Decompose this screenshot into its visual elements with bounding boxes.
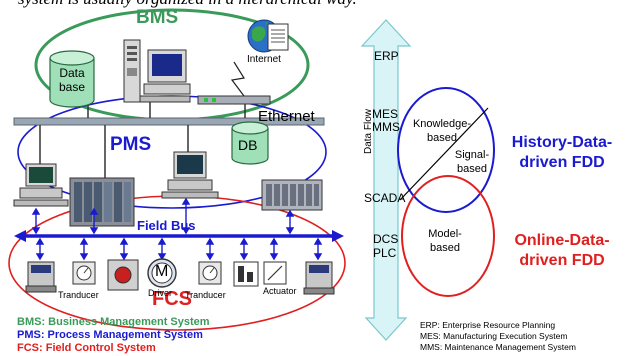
upper-bus-links (31, 197, 295, 235)
level-scada: SCADA (364, 191, 406, 205)
legend-bms: BMS: Business Management System (17, 316, 210, 328)
fcs-title: FCS (152, 288, 192, 310)
field-bus-arrow (14, 230, 344, 242)
top-caption: system is usually organized in a hierarc… (18, 0, 357, 9)
field-device-valve-icon (233, 261, 259, 287)
actuator-icon (263, 261, 287, 285)
ethernet-bus (13, 117, 325, 126)
data-flow-arrow (360, 19, 412, 341)
field-device-box-2-icon (303, 261, 335, 295)
pms-workstation-center-icon (161, 151, 219, 199)
legend-mms: MMS: Maintenance Management System (420, 342, 576, 352)
history-fdd-label: History-Data-driven FDD (511, 134, 613, 171)
legend-mes: MES: Manufacturing Execution System (420, 331, 568, 341)
data-flow-label: Data Flow (363, 108, 374, 154)
online-fdd-ellipse (401, 175, 495, 297)
bms-computer-icon (139, 49, 191, 103)
internet-label: Internet (247, 54, 281, 65)
field-device-red-icon (107, 259, 139, 291)
pms-workstation-left-icon (13, 163, 69, 207)
pms-db-label: DB (238, 137, 258, 153)
driver-motor-icon (147, 258, 177, 288)
bms-database-icon (49, 50, 95, 108)
level-mms: MMS (372, 120, 400, 134)
knowledge-based-label: Knowledge-based (412, 118, 472, 144)
pms-plc-rack-icon (69, 177, 135, 227)
motor-symbol: M (155, 263, 169, 280)
model-based-label: Model-based (428, 228, 462, 254)
router-icon (197, 95, 271, 105)
pms-db-icon (231, 121, 269, 165)
pms-title: PMS (110, 134, 152, 155)
legend-pms: PMS: Process Management System (17, 329, 203, 341)
actuator-label: Actuator (263, 286, 297, 296)
field-bus-label: Field Bus (137, 218, 196, 233)
legend-fcs: FCS: Field Control System (17, 342, 156, 354)
tranducer-2-icon (198, 261, 222, 285)
driver-label: Driver (148, 288, 172, 298)
level-dcs: DCS (373, 232, 399, 246)
internet-globe-icon (247, 19, 289, 53)
signal-based-label: Signal-based (454, 149, 490, 175)
online-fdd-label: Online-Data-driven FDD (514, 232, 610, 269)
field-device-box-1-icon (25, 261, 57, 293)
bms-server-icon (123, 39, 141, 103)
bms-title: BMS (136, 7, 179, 28)
ethernet-label: Ethernet (258, 108, 315, 125)
tranducer-1-icon (72, 261, 96, 285)
history-fdd-ellipse (397, 87, 495, 213)
legend-erp: ERP: Enterprise Resource Planning (420, 320, 556, 330)
level-plc: PLC (373, 246, 397, 260)
tranducer-1-label: Tranducer (58, 290, 99, 300)
internet-link (230, 61, 245, 97)
level-erp: ERP (374, 49, 399, 63)
lower-bus-links (35, 237, 323, 261)
level-mes: MES (372, 107, 399, 121)
knowledge-signal-divider (399, 107, 489, 201)
database-label: Data base (58, 66, 86, 94)
pms-rack-right-icon (261, 179, 323, 211)
tranducer-2-label: Tranducer (185, 290, 226, 300)
